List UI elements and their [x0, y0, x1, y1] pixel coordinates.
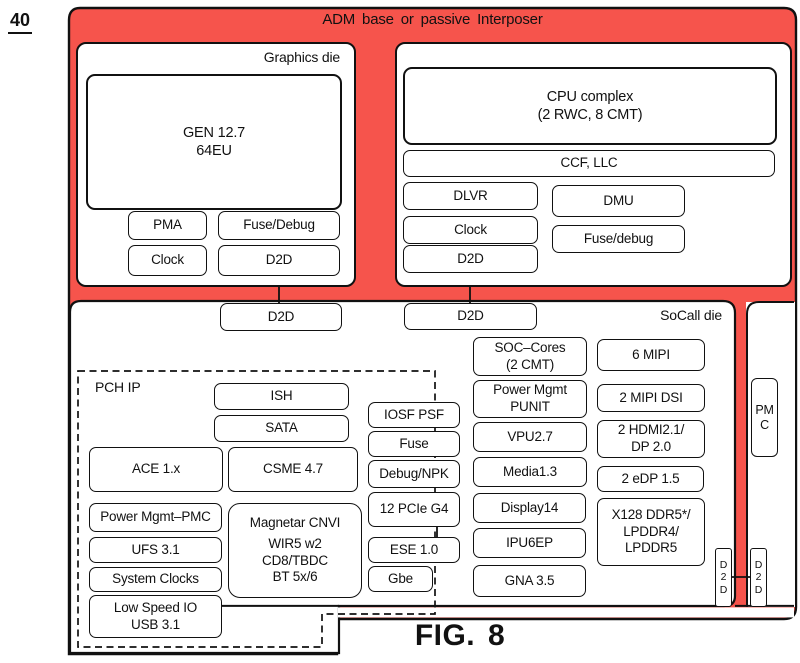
box-dlvr: DLVR: [403, 182, 538, 210]
box-ddr-line1: X128 DDR5*/: [611, 506, 691, 522]
box-ddr-line2: LPDDR4/: [623, 523, 679, 539]
box-mipi-dsi: 2 MIPI DSI: [597, 384, 705, 412]
box-csme: CSME 4.7: [228, 447, 358, 492]
box-mipi: 6 MIPI: [597, 339, 705, 371]
pmc-column-border: [746, 301, 794, 607]
box-soc-cores: SOC–Cores (2 CMT): [473, 337, 587, 376]
box-magnetar-cnvi: Magnetar CNVI WIR5 w2 CD8/TBDC BT 5x/6: [228, 503, 362, 598]
box-fuse: Fuse: [368, 431, 460, 457]
box-magnetar-line1: Magnetar CNVI: [249, 514, 341, 530]
bottom-white-strip: [338, 607, 794, 618]
box-punit-line1: Power Mgmt: [493, 382, 567, 398]
box-pma: PMA: [128, 211, 207, 240]
box-fuse-debug-cpu: Fuse/debug: [552, 225, 685, 253]
box-debug-npk: Debug/NPK: [368, 460, 460, 488]
box-gbe: Gbe: [368, 566, 433, 592]
box-gna: GNA 3.5: [473, 565, 586, 597]
box-cpu-complex: CPU complex (2 RWC, 8 CMT): [403, 67, 777, 145]
box-punit: Power Mgmt PUNIT: [473, 380, 587, 418]
box-low-speed-io-line2: USB 3.1: [131, 616, 180, 632]
box-pcie: 12 PCIe G4: [368, 492, 460, 527]
box-hdmi-line1: 2 HDMI2.1/: [617, 422, 685, 438]
box-pmc: PMC: [751, 378, 778, 457]
box-display: Display14: [473, 493, 586, 523]
box-ipu: IPU6EP: [473, 528, 586, 558]
box-fuse-debug-gfx: Fuse/Debug: [218, 211, 340, 240]
soc-die-label: SoCall die: [660, 307, 722, 323]
pch-ip-label: PCH IP: [95, 379, 141, 395]
box-hdmi-dp: 2 HDMI2.1/ DP 2.0: [597, 420, 705, 458]
box-clock-gfx: Clock: [128, 245, 207, 276]
box-d2d-soc-right: D2D: [404, 303, 537, 330]
box-ufs: UFS 3.1: [89, 537, 222, 563]
box-magnetar-line4: BT 5x/6: [272, 569, 318, 585]
box-soc-cores-line2: (2 CMT): [505, 356, 555, 372]
figure-ref-number: 40: [8, 10, 33, 34]
box-iosf-psf: IOSF PSF: [368, 402, 460, 428]
box-system-clocks: System Clocks: [89, 567, 222, 592]
box-soc-cores-line1: SOC–Cores: [494, 339, 566, 355]
box-d2d-bottom-right: D2D: [750, 548, 767, 607]
box-clock-cpu: Clock: [403, 216, 538, 244]
box-dmu: DMU: [552, 185, 685, 217]
figure-caption: FIG. 8: [414, 619, 506, 652]
box-d2d-bottom-left: D2D: [715, 548, 732, 607]
box-d2d-cpu: D2D: [403, 245, 538, 273]
box-ddr-line3: LPDDR5: [624, 540, 678, 556]
box-sata: SATA: [214, 415, 349, 442]
box-cpu-complex-line1: CPU complex: [546, 88, 634, 105]
box-magnetar-line3: CD8/TBDC: [262, 552, 328, 568]
box-ese: ESE 1.0: [368, 537, 460, 563]
pch-ip-dashed-boundary: [77, 370, 436, 648]
box-low-speed-io-line1: Low Speed IO: [113, 599, 198, 615]
box-ace: ACE 1.x: [89, 447, 223, 492]
box-magnetar-line2: WIR5 w2: [268, 535, 322, 551]
box-gen-line2: 64EU: [196, 143, 232, 159]
graphics-die-label: Graphics die: [263, 49, 340, 65]
box-gen-line1: GEN 12.7: [182, 124, 246, 141]
box-media: Media1.3: [473, 457, 587, 487]
box-low-speed-io: Low Speed IO USB 3.1: [89, 595, 222, 638]
box-ish: ISH: [214, 383, 349, 410]
box-d2d-soc-left: D2D: [220, 303, 342, 331]
box-gen: GEN 12.7 64EU: [86, 74, 342, 210]
interposer-title: ADM base or passive Interposer: [322, 11, 543, 28]
box-punit-line2: PUNIT: [510, 399, 550, 414]
box-ddr: X128 DDR5*/ LPDDR4/ LPDDR5: [597, 498, 705, 566]
box-hdmi-line2: DP 2.0: [631, 439, 671, 454]
box-d2d-gfx: D2D: [218, 245, 340, 276]
box-power-mgmt-pmc: Power Mgmt–PMC: [89, 503, 222, 532]
box-ccf-llc: CCF, LLC: [403, 150, 775, 177]
box-vpu: VPU2.7: [473, 422, 587, 452]
box-edp: 2 eDP 1.5: [597, 466, 704, 492]
box-cpu-complex-line2: (2 RWC, 8 CMT): [537, 107, 643, 123]
